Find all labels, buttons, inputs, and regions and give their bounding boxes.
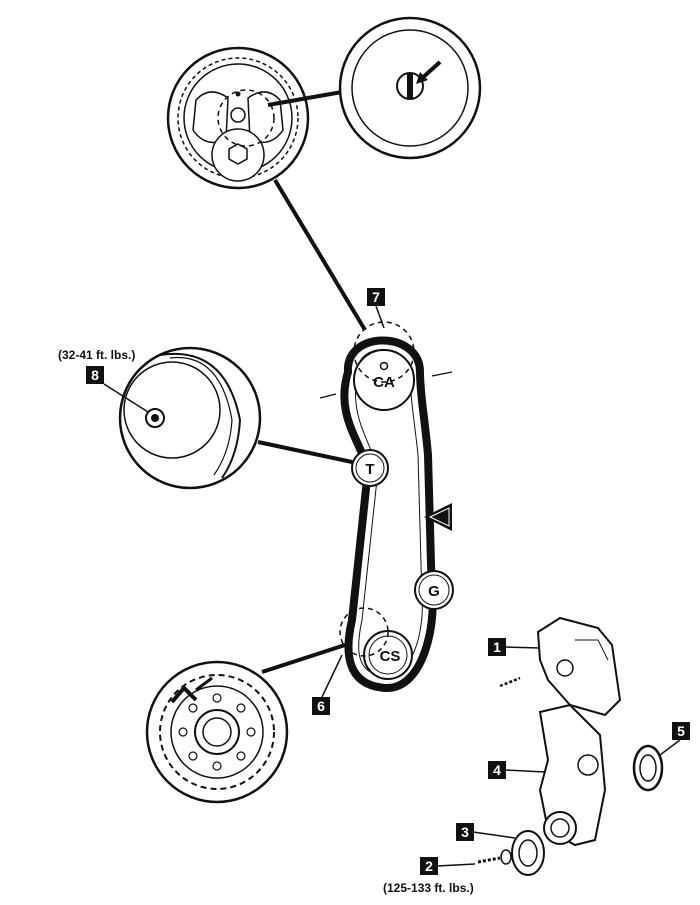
svg-text:8: 8 <box>91 367 99 383</box>
callout-6: 6 <box>312 697 330 715</box>
callout-7: 7 <box>367 288 385 306</box>
svg-text:3: 3 <box>461 824 469 840</box>
svg-text:2: 2 <box>425 858 433 874</box>
cam-sprocket-detail <box>166 46 343 190</box>
callout-3: 3 <box>456 823 474 841</box>
crankshaft-pulley: CS <box>339 607 413 680</box>
callout-4: 4 <box>488 761 506 779</box>
upper-timing-cover <box>499 616 622 717</box>
callout-5: 5 <box>672 722 690 740</box>
svg-text:5: 5 <box>677 723 685 739</box>
tensioner-pulley: T <box>351 449 389 487</box>
crankshaft-label: CS <box>380 648 401 665</box>
svg-text:4: 4 <box>493 762 501 778</box>
svg-text:1: 1 <box>493 639 501 655</box>
callout-1: 1 <box>488 638 506 656</box>
torque-tensioner-bolt: (32-41 ft. lbs.) <box>58 348 135 362</box>
oil-seal-part <box>632 744 664 792</box>
tensioner-detail <box>103 346 262 490</box>
leader-line-top <box>273 178 367 332</box>
camshaft-pulley: CA <box>319 321 453 411</box>
svg-text:6: 6 <box>317 698 325 714</box>
leader-line-tensioner <box>257 440 353 464</box>
callout-8: 8 <box>86 366 104 384</box>
idler-pulley: G <box>414 570 454 610</box>
leader-line-crank <box>261 643 346 674</box>
svg-text:7: 7 <box>372 289 380 305</box>
crank-sprocket-detail <box>145 660 289 804</box>
lower-timing-cover <box>538 703 607 847</box>
cam-timing-mark-detail <box>338 16 482 160</box>
torque-crank-bolt: (125-133 ft. lbs.) <box>383 881 474 895</box>
arrow-pointer-icon <box>416 60 442 84</box>
tensioner-label: T <box>365 461 374 478</box>
crankshaft-pulley-part <box>477 830 545 876</box>
callout-2: 2 <box>420 857 438 875</box>
idler-label: G <box>428 583 440 600</box>
